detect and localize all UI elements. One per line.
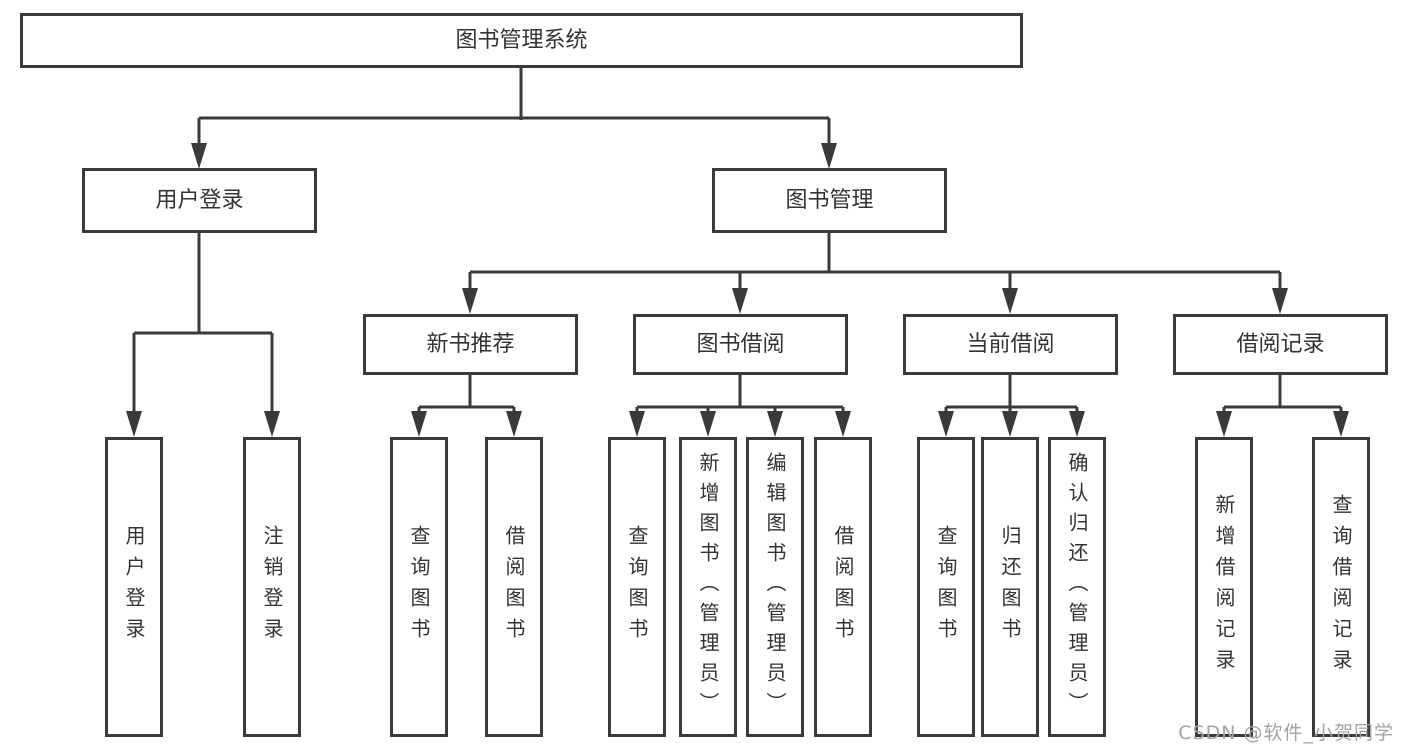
node-label: 图书借阅 xyxy=(696,331,785,357)
leaf-label: 确认归还（管理员） xyxy=(1065,452,1089,722)
leaf-label: 借阅图书 xyxy=(831,525,855,649)
leaf-label: 借阅图书 xyxy=(502,525,526,649)
watermark: CSDN @软件_小贺同学 xyxy=(1178,722,1394,744)
node-book-borrow: 图书借阅 xyxy=(633,314,848,375)
leaf-logout-login: 注销登录 xyxy=(243,437,301,737)
leaf-return-books: 归还图书 xyxy=(981,437,1039,737)
leaf-edit-books-admin: 编辑图书（管理员） xyxy=(746,437,804,737)
leaf-label: 归还图书 xyxy=(998,525,1022,649)
leaf-borrow-books: 借阅图书 xyxy=(814,437,872,737)
leaf-label: 编辑图书（管理员） xyxy=(763,452,787,722)
leaf-label: 查询图书 xyxy=(934,525,958,649)
node-new-book-recommend: 新书推荐 xyxy=(363,314,578,375)
leaf-query-books-borrow: 查询图书 xyxy=(608,437,666,737)
node-label: 图书管理 xyxy=(785,187,874,213)
node-label: 当前借阅 xyxy=(966,331,1055,357)
node-label: 用户登录 xyxy=(155,187,244,213)
leaf-label: 查询图书 xyxy=(407,525,431,649)
node-label: 图书管理系统 xyxy=(455,27,588,53)
leaf-borrow-books-recommend: 借阅图书 xyxy=(485,437,543,737)
leaf-label: 查询图书 xyxy=(625,525,649,649)
leaf-query-books-current: 查询图书 xyxy=(917,437,975,737)
node-label: 新书推荐 xyxy=(426,331,515,357)
leaf-label: 新增图书（管理员） xyxy=(696,452,720,722)
leaf-label: 新增借阅记录 xyxy=(1212,494,1236,680)
arrowheads xyxy=(126,143,1349,437)
node-current-borrow: 当前借阅 xyxy=(903,314,1118,375)
node-label: 借阅记录 xyxy=(1236,331,1325,357)
leaf-add-borrow-record: 新增借阅记录 xyxy=(1195,437,1253,737)
leaf-add-books-admin: 新增图书（管理员） xyxy=(679,437,737,737)
leaf-query-books-recommend: 查询图书 xyxy=(390,437,448,737)
node-borrow-records: 借阅记录 xyxy=(1173,314,1388,375)
leaf-query-borrow-record: 查询借阅记录 xyxy=(1312,437,1370,737)
leaf-confirm-return-admin: 确认归还（管理员） xyxy=(1048,437,1106,737)
node-user-login: 用户登录 xyxy=(82,168,317,233)
leaf-label: 用户登录 xyxy=(122,525,146,649)
leaf-user-login: 用户登录 xyxy=(105,437,163,737)
node-book-management: 图书管理 xyxy=(712,168,947,233)
leaf-label: 查询借阅记录 xyxy=(1329,494,1353,680)
node-library-management-system: 图书管理系统 xyxy=(20,13,1023,68)
leaf-label: 注销登录 xyxy=(260,525,284,649)
